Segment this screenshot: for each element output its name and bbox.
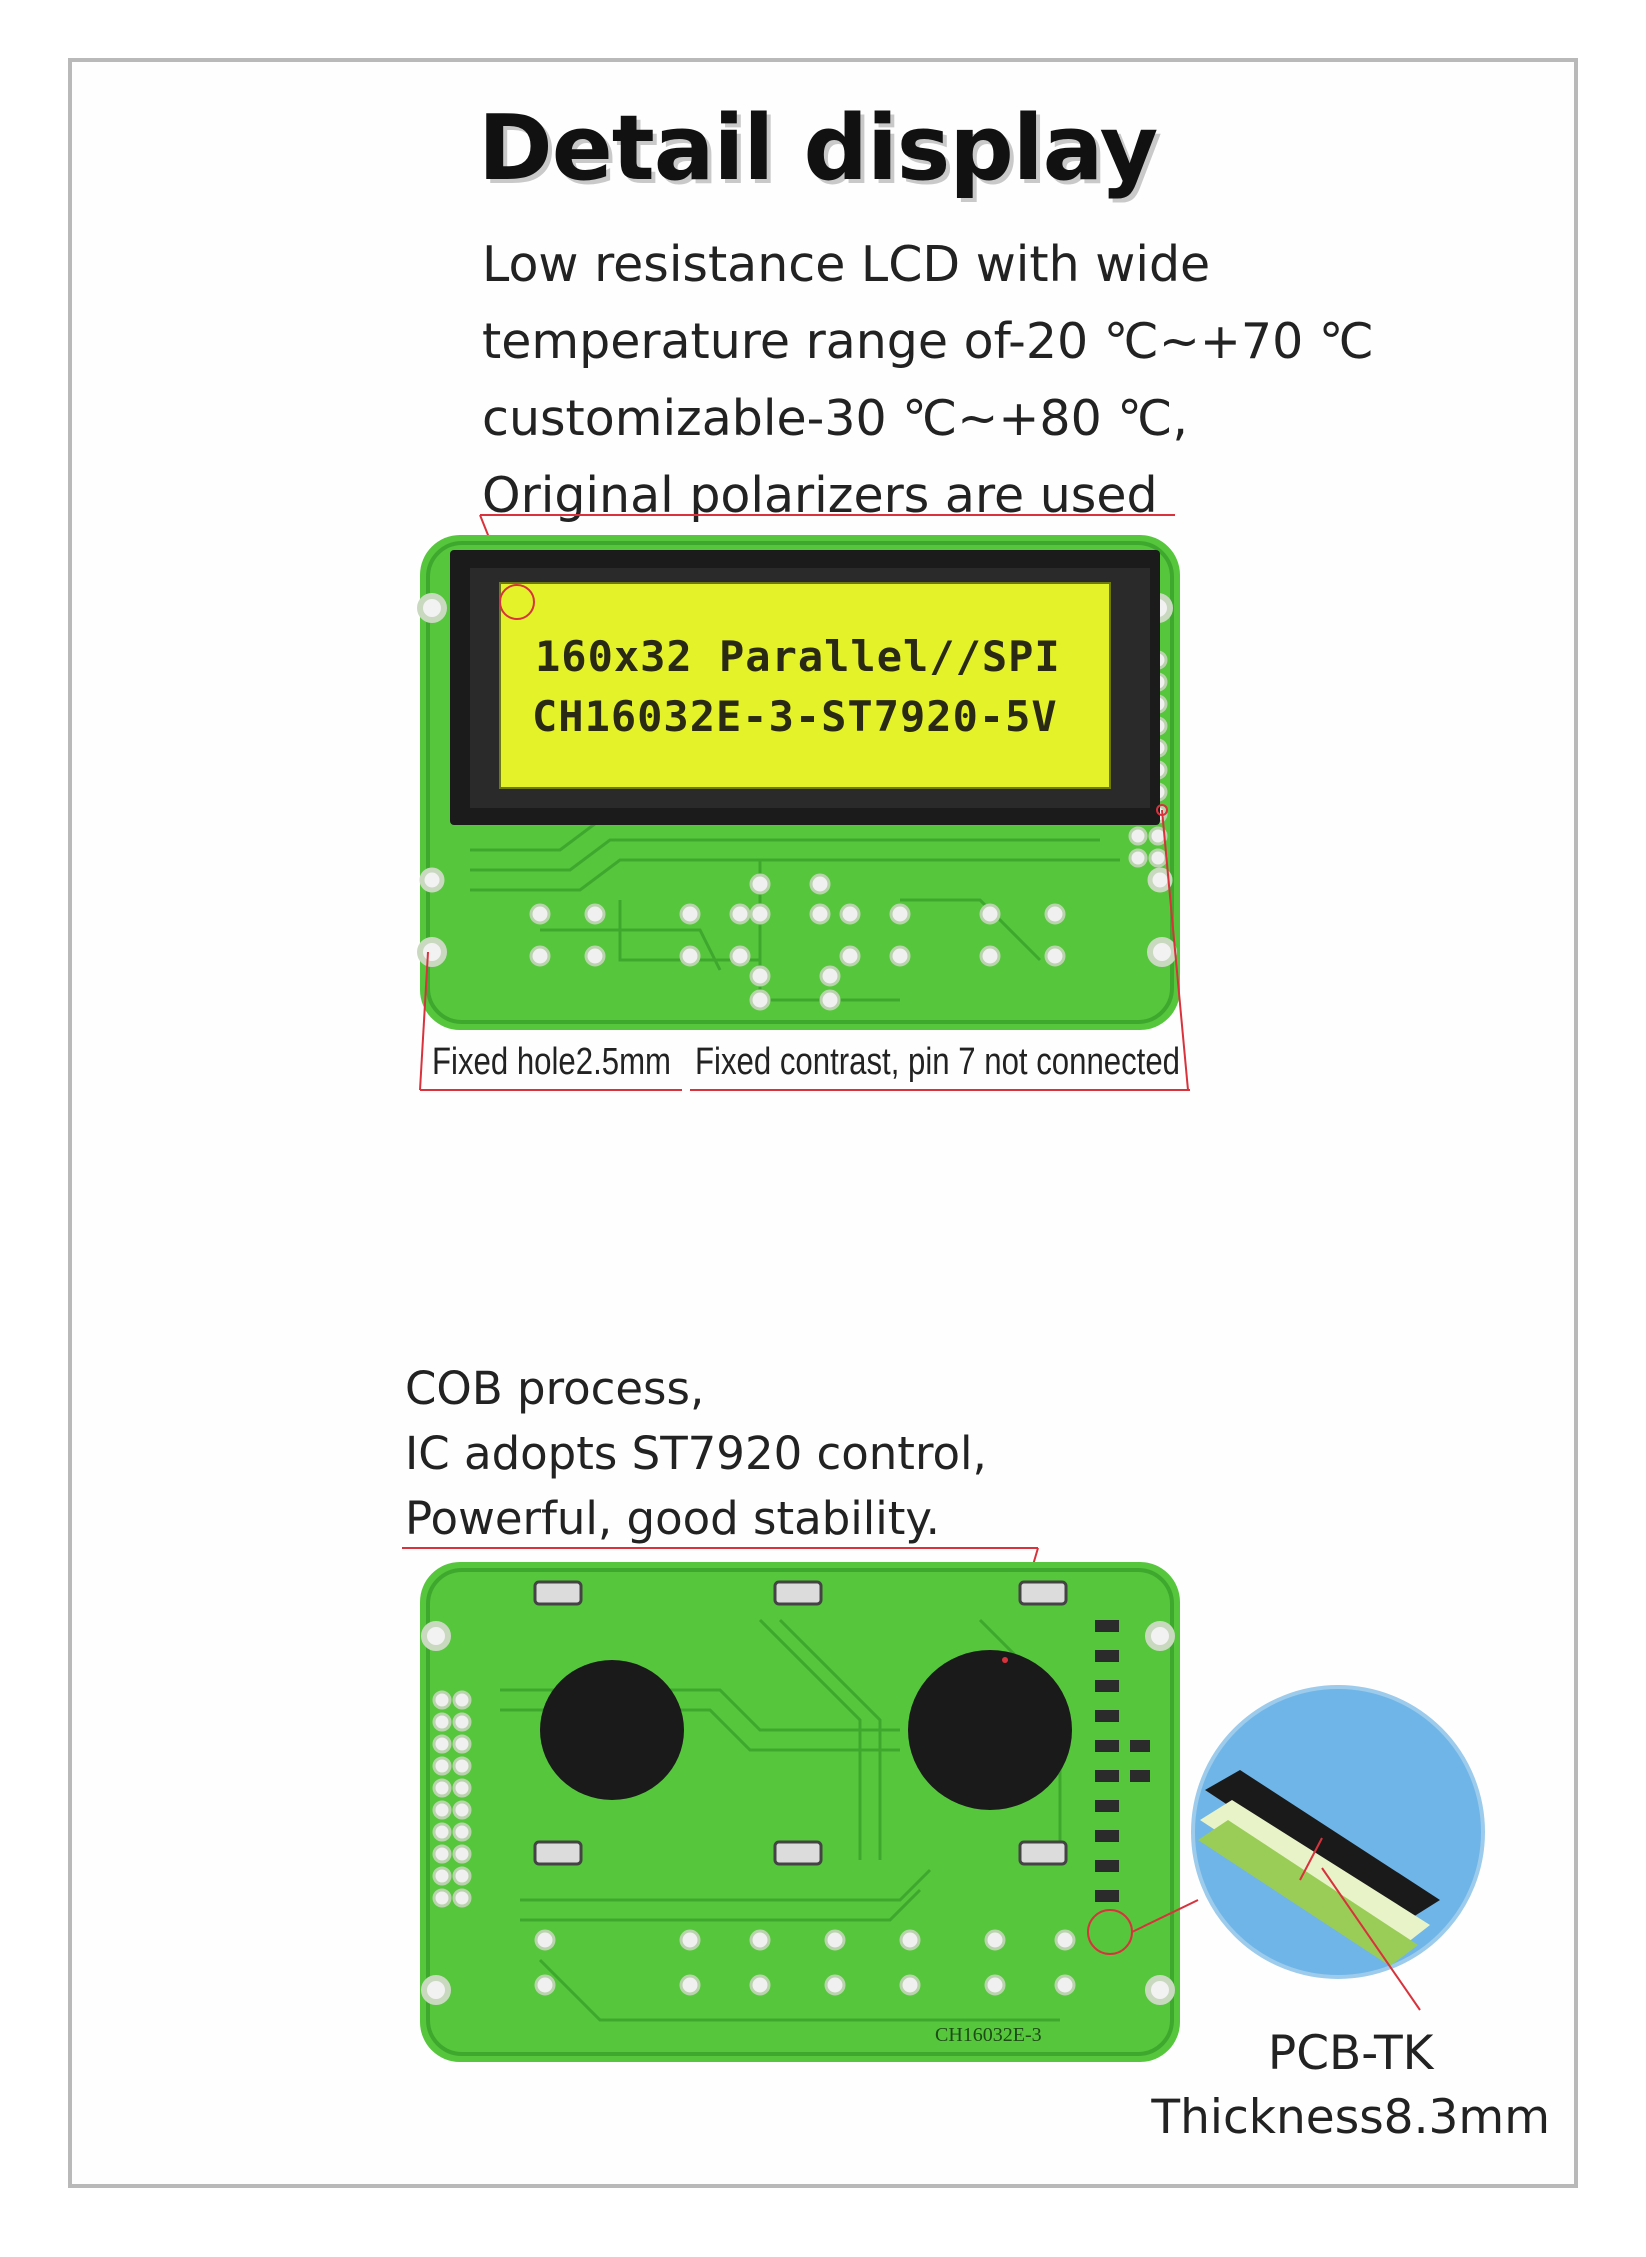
fixed-contrast-label: Fixed contrast, pin 7 not connected (695, 1041, 1181, 1083)
cob-chip-u1 (908, 1650, 1072, 1810)
top-description-line: Low resistance LCD with wide (482, 236, 1211, 293)
pcb-tk-thickness: Thickness8.3mm (1151, 2090, 1550, 2145)
fixed-hole-marker (417, 937, 447, 967)
top-description-line: customizable-30 ℃~+80 ℃, (482, 390, 1188, 447)
bottom-description: COB process, IC adopts ST7920 control, P… (405, 1356, 987, 1551)
bottom-description-line: IC adopts ST7920 control, (405, 1427, 987, 1480)
bottom-description-line: COB process, (405, 1362, 705, 1415)
cob-chip-u2 (540, 1660, 684, 1800)
bottom-description-line: Powerful, good stability. (405, 1492, 940, 1545)
page-title: Detail display (478, 96, 1158, 201)
lcd-screen (500, 583, 1110, 788)
fixed-hole-label: Fixed hole2.5mm (432, 1041, 672, 1083)
pcb-thickness-label: PCB-TK Thickness8.3mm (1151, 2022, 1550, 2150)
pcb-tk-title: PCB-TK (1267, 2026, 1434, 2081)
back-silkscreen-label: CH16032E-3 (935, 2024, 1042, 2046)
lcd-text-line-1: 160x32 Parallel//SPI (535, 632, 1061, 681)
lcd-text-line-2: CH16032E-3-ST7920-5V (532, 692, 1058, 741)
pcb-edge-closeup (1198, 1770, 1440, 1966)
top-description-line: temperature range of-20 ℃~+70 ℃ (482, 313, 1374, 370)
